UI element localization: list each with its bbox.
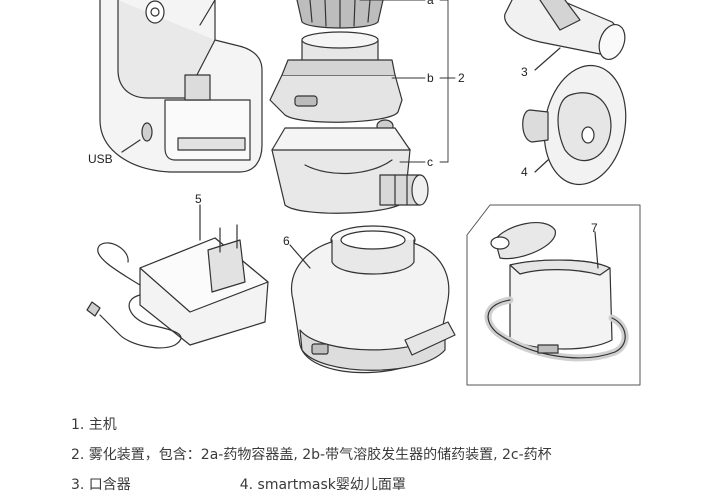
legend-line-3: 3. 口含器 4. smartmask婴幼儿面罩 [71, 476, 406, 494]
infant-mask-illustration [522, 64, 627, 186]
product-components-diagram: USB a b c 2 3 4 5 6 7 [86, 0, 641, 386]
label-2: 2 [458, 71, 465, 85]
callout-lines-2 [359, 0, 456, 163]
legend-item-2: 2. 雾化装置，包含：2a-药物容器盖, 2b-带气溶胶发生器的储药装置, 2c… [71, 447, 552, 463]
label-usb: USB [88, 152, 113, 166]
legend-item-3: 3. 口含器 [71, 477, 131, 493]
nebulizer-assembly-illustration [269, 0, 429, 214]
main-unit-illustration [99, 0, 263, 173]
label-2a: a [427, 0, 434, 7]
legend-line-1: 1. 主机 [71, 416, 117, 434]
carrying-bag-panel [466, 204, 641, 386]
label-5: 5 [195, 192, 202, 206]
label-6: 6 [283, 234, 290, 248]
legend-item-4: 4. smartmask婴幼儿面罩 [239, 477, 406, 493]
label-3: 3 [521, 65, 528, 79]
label-2c: c [427, 155, 433, 169]
power-adapter-illustration [86, 204, 269, 349]
mouthpiece-illustration [504, 0, 626, 71]
legend-item-1: 1. 主机 [71, 417, 117, 433]
label-7: 7 [591, 221, 598, 235]
legend-line-2: 2. 雾化装置，包含：2a-药物容器盖, 2b-带气溶胶发生器的储药装置, 2c… [71, 446, 552, 464]
label-2b: b [427, 71, 434, 85]
label-4: 4 [521, 165, 528, 179]
nebulizer-body-illustration [289, 225, 456, 374]
